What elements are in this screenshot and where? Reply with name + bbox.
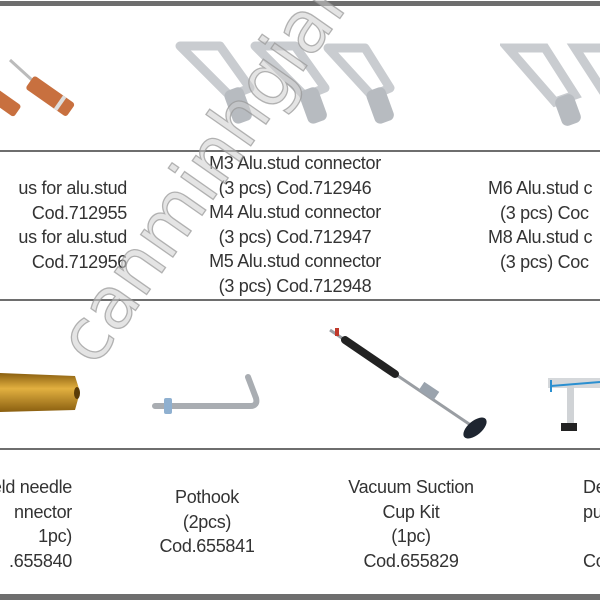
text-line: us for alu.stud [18, 227, 127, 248]
text-line: Cod.712955 [31, 202, 127, 223]
text-line [583, 524, 600, 549]
text-line: (3 pcs) Cod.712948 [218, 275, 372, 296]
text-line: Co [583, 550, 600, 571]
text-line: De [583, 477, 600, 497]
text-line: (3 pcs) Cod.712946 [218, 177, 372, 198]
text-line: Cod.655829 [363, 550, 459, 571]
pothook-image [152, 374, 260, 414]
row-divider [0, 299, 600, 301]
text-line: M8 Alu.stud c [488, 227, 593, 248]
stud-plus-description: us for alu.stud Cod.712955 us for alu.st… [18, 176, 127, 274]
text-line: 1pc) [38, 526, 72, 547]
text-line: Pothook [175, 487, 239, 507]
top-rule [0, 1, 600, 6]
text-line: Vacuum Suction [348, 477, 474, 497]
alu-stud-connector-image [175, 41, 395, 124]
text-line: (3 pcs) Coc [500, 202, 589, 223]
text-line: Cod.712956 [31, 251, 127, 272]
text-line: M4 Alu.stud connector [209, 202, 381, 223]
text-line: Cup Kit [382, 501, 440, 522]
text-line: (3 pcs) Coc [500, 251, 589, 272]
copper-electrode-image [0, 58, 75, 117]
weld-needle-connector-description: veld needle nnector 1pc) .655840 [0, 475, 72, 573]
text-line: (1pc) [391, 526, 431, 547]
text-line: M5 Alu.stud connector [209, 251, 381, 272]
text-line: .655840 [9, 550, 72, 571]
text-line: (2pcs) [182, 511, 232, 532]
vacuum-suction-cup-kit-image [329, 328, 487, 439]
text-line: M3 Alu.stud connector [209, 153, 381, 173]
dent-puller-description: De pu Co [583, 475, 600, 573]
alu-stud-connector-description: M3 Alu.stud connector (3 pcs) Cod.712946… [209, 151, 381, 299]
alu-stud-connector-m6-image [500, 43, 600, 126]
bottom-rule [0, 594, 600, 600]
text-line: (3 pcs) Cod.712947 [218, 226, 372, 247]
row-divider [0, 150, 600, 152]
text-line: M6 Alu.stud c [488, 178, 593, 198]
vacuum-suction-description: Vacuum Suction Cup Kit (1pc) Cod.655829 [348, 475, 474, 573]
dent-puller-image [548, 378, 600, 431]
text-line: Cod.655841 [159, 536, 255, 557]
weld-needle-connector-image [0, 373, 80, 412]
row-divider [0, 448, 600, 450]
text-line: pu [583, 501, 600, 522]
alu-stud-m6-m8-description: M6 Alu.stud c (3 pcs) Coc M8 Alu.stud c … [488, 176, 592, 274]
text-line: us for alu.stud [18, 178, 127, 198]
text-line: nnector [14, 501, 72, 522]
pothook-description: Pothook (2pcs) Cod.655841 [159, 485, 254, 559]
text-line: veld needle [0, 477, 72, 497]
